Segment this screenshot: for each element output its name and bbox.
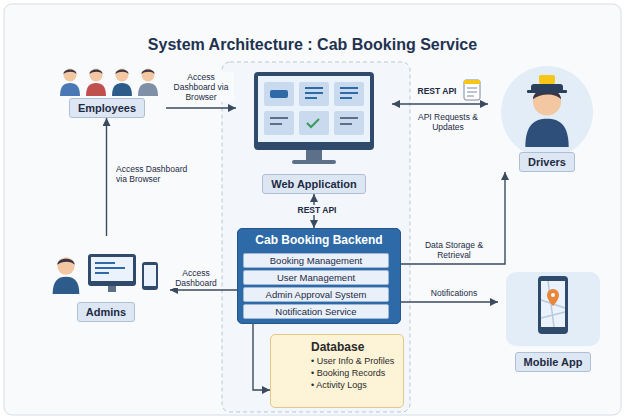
connector-arrow bbox=[253, 324, 270, 390]
web-app: Web Application bbox=[236, 68, 392, 194]
actor-group: Admins bbox=[42, 236, 170, 322]
admin-icon bbox=[53, 254, 158, 294]
driver-icon bbox=[501, 66, 593, 158]
node-label: Database bbox=[311, 340, 403, 355]
actor-group: Employees bbox=[48, 60, 166, 118]
connector-arrow bbox=[170, 289, 237, 290]
node-label: Admins bbox=[77, 302, 135, 322]
connector-label: REST API bbox=[294, 205, 340, 215]
connector-label: Access Dashboard bbox=[172, 268, 220, 288]
node-label: Cab Booking Backend bbox=[238, 229, 400, 251]
service-box: Booking Management bbox=[243, 253, 389, 268]
actor-group: Drivers bbox=[488, 62, 606, 172]
node-label: Employees bbox=[69, 98, 145, 118]
node-label: Booking Management bbox=[244, 254, 388, 267]
node-label: Drivers bbox=[519, 152, 575, 172]
list-item: • Booking Records bbox=[311, 367, 403, 379]
connector-label: Data Storage & Retrieval bbox=[412, 240, 496, 260]
monitor-icon bbox=[254, 72, 374, 164]
note-label: API Requests & Updates bbox=[412, 112, 484, 132]
system-panel bbox=[222, 62, 410, 412]
employees-icon bbox=[60, 69, 158, 97]
node-label: User Management bbox=[244, 271, 388, 284]
connector-label: REST API bbox=[414, 86, 460, 96]
connector-arrow bbox=[106, 118, 107, 236]
node-label: Mobile App bbox=[515, 352, 592, 372]
node-label: Web Application bbox=[262, 174, 366, 194]
database-box: Database• User Info & Profiles• Booking … bbox=[270, 334, 404, 408]
service-box: Notification Service bbox=[243, 304, 389, 319]
connector-arrow bbox=[401, 301, 498, 302]
connector-label: Access Dashboard via Browser bbox=[168, 72, 234, 102]
node-label: Admin Approval System bbox=[244, 288, 388, 301]
connector-label: Notifications bbox=[414, 288, 494, 298]
api-document-icon bbox=[464, 80, 480, 100]
connector-arrow bbox=[401, 172, 505, 264]
connector-arrow bbox=[392, 103, 488, 104]
connector-arrow bbox=[166, 107, 236, 108]
mobile-phone-icon bbox=[506, 272, 600, 346]
outer-frame bbox=[4, 4, 621, 415]
mobile-app: Mobile App bbox=[498, 268, 608, 372]
service-box: Admin Approval System bbox=[243, 287, 389, 302]
node-label: Notification Service bbox=[244, 305, 388, 318]
list-item: • User Info & Profiles bbox=[311, 355, 403, 367]
service-box: User Management bbox=[243, 270, 389, 285]
diagram-title: System Architecture : Cab Booking Servic… bbox=[0, 36, 625, 54]
connector-label: Access Dashboard via Browser bbox=[116, 164, 188, 184]
list-item: • Activity Logs bbox=[311, 379, 403, 391]
backend-box: Cab Booking BackendBooking ManagementUse… bbox=[237, 228, 401, 324]
